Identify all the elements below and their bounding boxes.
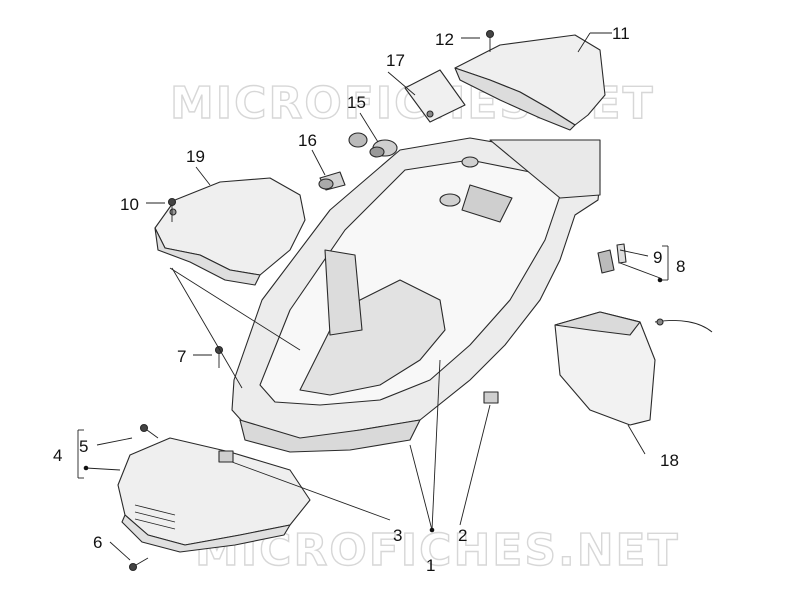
callout-18: 18 — [660, 451, 679, 470]
fastener-parts-8-9 — [597, 243, 627, 274]
callout-7: 7 — [177, 347, 186, 366]
callout-15: 15 — [347, 93, 366, 112]
screw-part-12 — [485, 29, 495, 52]
small-lid-part-17 — [404, 69, 466, 123]
front-cover-part-19 — [154, 177, 306, 286]
callout-2: 2 — [458, 526, 467, 545]
callout-4: 4 — [53, 446, 62, 465]
callout-9: 9 — [653, 248, 662, 267]
callout-dot-4 — [83, 465, 89, 471]
fender-part-18 — [554, 311, 713, 426]
callout-10: 10 — [120, 195, 139, 214]
callout-19: 19 — [186, 147, 205, 166]
callout-3: 3 — [393, 526, 402, 545]
callout-8: 8 — [676, 257, 685, 276]
clip-part-3 — [218, 450, 234, 463]
rear-tray-part-11 — [454, 34, 606, 131]
screw-part-10 — [167, 197, 177, 222]
callout-17: 17 — [386, 51, 405, 70]
clip-part-2 — [483, 391, 499, 404]
callout-16: 16 — [298, 131, 317, 150]
callout-5: 5 — [79, 437, 88, 456]
screw-part-7 — [214, 345, 224, 368]
callout-dot-8 — [657, 277, 663, 283]
callout-11: 11 — [612, 24, 630, 43]
callout-12: 12 — [435, 30, 454, 49]
leader-lines — [77, 32, 669, 561]
helmet-compartment-part — [231, 137, 601, 453]
front-cover-part-4 — [117, 437, 311, 553]
callout-6: 6 — [93, 533, 102, 552]
connector-part-15 — [348, 132, 398, 158]
callout-1: 1 — [426, 556, 435, 575]
socket-part-16 — [318, 171, 346, 191]
screw-part-5 — [139, 423, 159, 439]
callout-dot-1 — [429, 527, 435, 533]
screw-part-6 — [128, 557, 149, 572]
